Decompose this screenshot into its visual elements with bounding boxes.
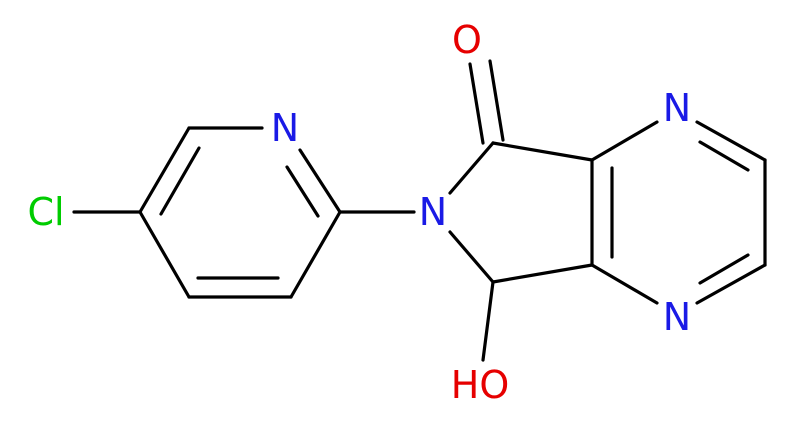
bond-ntop-c2p-inner (698, 140, 750, 172)
bond-choh-nlactam (448, 230, 495, 284)
bond-c4a-choh (491, 263, 594, 284)
bond-ntop-c2p (695, 120, 767, 162)
bond-c5-c6-inner (159, 146, 201, 216)
pyridine-nitrogen-label: N (271, 106, 299, 150)
pyrazine-nitrogen-top-label: N (663, 86, 691, 130)
bond-n1-c2 (298, 148, 342, 214)
bond-c3p-nbottom (695, 263, 767, 305)
bond-carbonyl-o-2 (488, 59, 505, 142)
lactam-nitrogen-label: N (419, 190, 447, 234)
bond-c5-c6 (138, 126, 191, 214)
bond-ccarbonyl-c7a (491, 141, 594, 162)
chlorine-atom-label: Cl (27, 190, 64, 234)
hydroxyl-label: HO (451, 363, 509, 407)
carbonyl-oxygen-label: O (452, 18, 482, 62)
bond-choh-oh (481, 280, 495, 362)
pyrazine-nitrogen-bottom-label: N (663, 295, 691, 339)
bond-c3p-nbottom-inner (698, 253, 750, 285)
bond-n1-c2-inner (285, 165, 320, 218)
bond-carbonyl-o-1 (468, 62, 485, 145)
bonds (72, 59, 767, 362)
bond-c7a-ntop (590, 120, 659, 162)
bond-c2-c3 (289, 210, 342, 299)
bond-c4-c5 (138, 210, 191, 299)
bond-nlactam-ccarbonyl (448, 141, 495, 195)
atom-labels: Cl N N O N N HO (27, 18, 691, 407)
bond-nbottom-c4a (590, 263, 659, 305)
